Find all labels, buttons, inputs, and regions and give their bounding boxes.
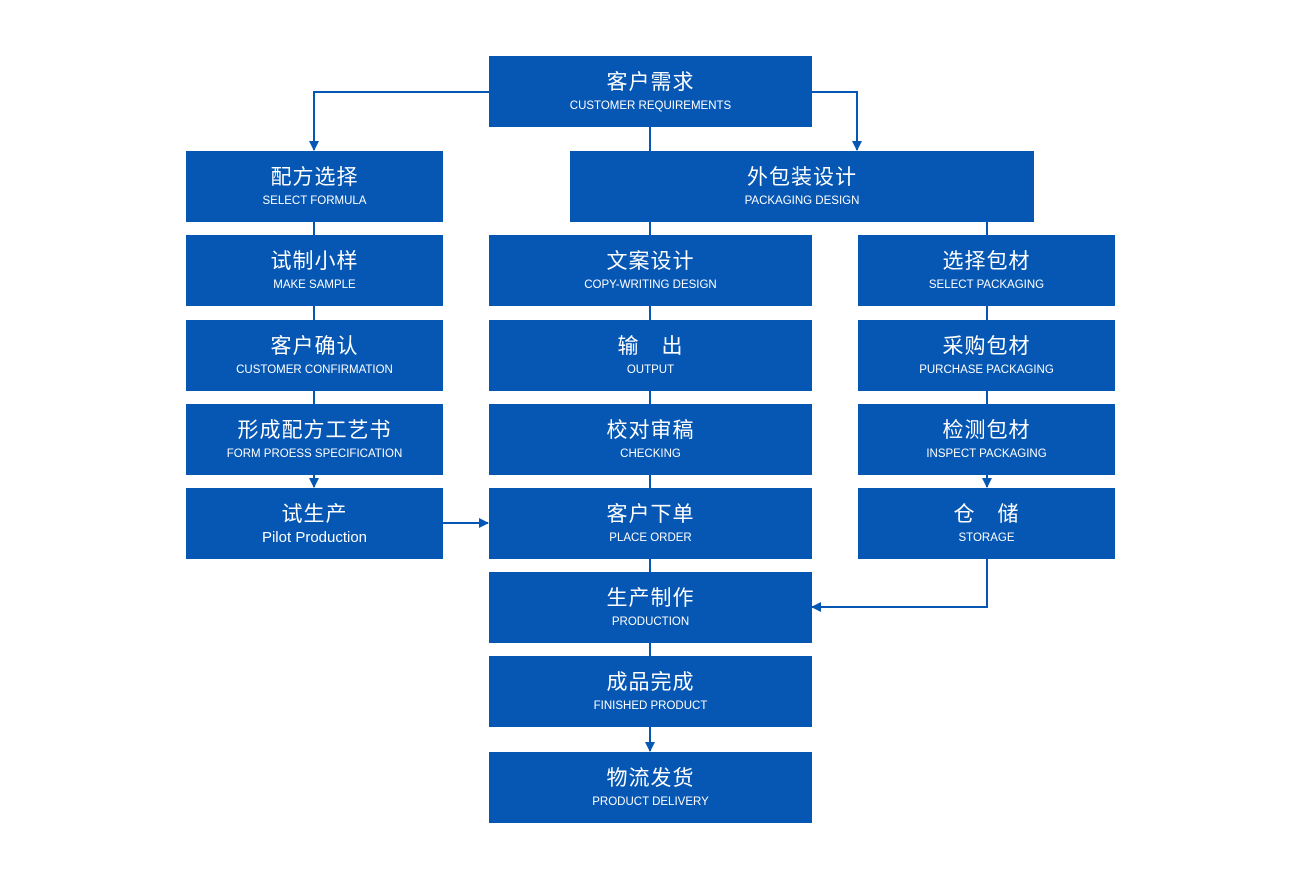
node-customer-requirements: 客户需求 CUSTOMER REQUIREMENTS	[489, 56, 812, 127]
node-title: 仓 储	[953, 502, 1020, 526]
node-form-process-spec: 形成配方工艺书 FORM PROESS SPECIFICATION	[186, 404, 443, 475]
node-product-delivery: 物流发货 PRODUCT DELIVERY	[489, 752, 812, 823]
node-customer-confirmation: 客户确认 CUSTOMER CONFIRMATION	[186, 320, 443, 391]
node-subtitle: MAKE SAMPLE	[273, 279, 356, 291]
node-title: 试制小样	[270, 249, 359, 273]
node-title: 成品完成	[606, 670, 695, 694]
node-subtitle: INSPECT PACKAGING	[926, 448, 1047, 460]
node-subtitle: PURCHASE PACKAGING	[919, 364, 1054, 376]
node-subtitle: PACKAGING DESIGN	[744, 195, 860, 207]
node-subtitle: STORAGE	[958, 532, 1015, 544]
node-pilot-production: 试生产 Pilot Production	[186, 488, 443, 559]
node-subtitle: CUSTOMER REQUIREMENTS	[569, 100, 732, 112]
node-select-packaging: 选择包材 SELECT PACKAGING	[858, 235, 1115, 306]
node-purchase-packaging: 采购包材 PURCHASE PACKAGING	[858, 320, 1115, 391]
node-title: 外包装设计	[747, 165, 857, 189]
node-title: 选择包材	[942, 249, 1031, 273]
arrow-storage-to-production	[811, 558, 988, 612]
node-title: 试生产	[281, 501, 348, 526]
node-storage: 仓 储 STORAGE	[858, 488, 1115, 559]
node-subtitle: CUSTOMER CONFIRMATION	[236, 364, 393, 376]
node-title: 输 出	[617, 334, 684, 358]
node-packaging-design: 外包装设计 PACKAGING DESIGN	[570, 151, 1034, 222]
node-title: 客户需求	[606, 70, 695, 94]
node-subtitle: PRODUCTION	[611, 616, 690, 628]
node-checking: 校对审稿 CHECKING	[489, 404, 812, 475]
node-title: 形成配方工艺书	[237, 418, 392, 442]
node-production: 生产制作 PRODUCTION	[489, 572, 812, 643]
node-title: 客户确认	[270, 334, 359, 358]
node-make-sample: 试制小样 MAKE SAMPLE	[186, 235, 443, 306]
node-subtitle: OUTPUT	[626, 364, 675, 376]
arrow-requirements-to-formula	[309, 91, 489, 151]
node-subtitle: FINISHED PRODUCT	[593, 700, 708, 712]
node-subtitle: PLACE ORDER	[609, 532, 692, 544]
node-subtitle: COPY-WRITING DESIGN	[584, 279, 717, 291]
node-title: 采购包材	[942, 334, 1031, 358]
node-subtitle: SELECT FORMULA	[262, 195, 367, 207]
node-output: 输 出 OUTPUT	[489, 320, 812, 391]
node-title: 生产制作	[606, 586, 695, 610]
node-subtitle: Pilot Production	[261, 528, 368, 546]
node-subtitle: PRODUCT DELIVERY	[592, 796, 709, 808]
node-title: 配方选择	[270, 165, 359, 189]
node-select-formula: 配方选择 SELECT FORMULA	[186, 151, 443, 222]
node-inspect-packaging: 检测包材 INSPECT PACKAGING	[858, 404, 1115, 475]
arrow-requirements-to-packaging	[811, 91, 862, 151]
node-subtitle: FORM PROESS SPECIFICATION	[226, 448, 403, 460]
node-title: 校对审稿	[606, 418, 695, 442]
node-subtitle: SELECT PACKAGING	[928, 279, 1045, 291]
node-place-order: 客户下单 PLACE ORDER	[489, 488, 812, 559]
node-title: 客户下单	[606, 502, 695, 526]
node-title: 文案设计	[606, 249, 695, 273]
node-finished-product: 成品完成 FINISHED PRODUCT	[489, 656, 812, 727]
node-copy-writing-design: 文案设计 COPY-WRITING DESIGN	[489, 235, 812, 306]
node-title: 物流发货	[606, 766, 695, 790]
node-subtitle: CHECKING	[620, 448, 681, 460]
node-title: 检测包材	[942, 418, 1031, 442]
